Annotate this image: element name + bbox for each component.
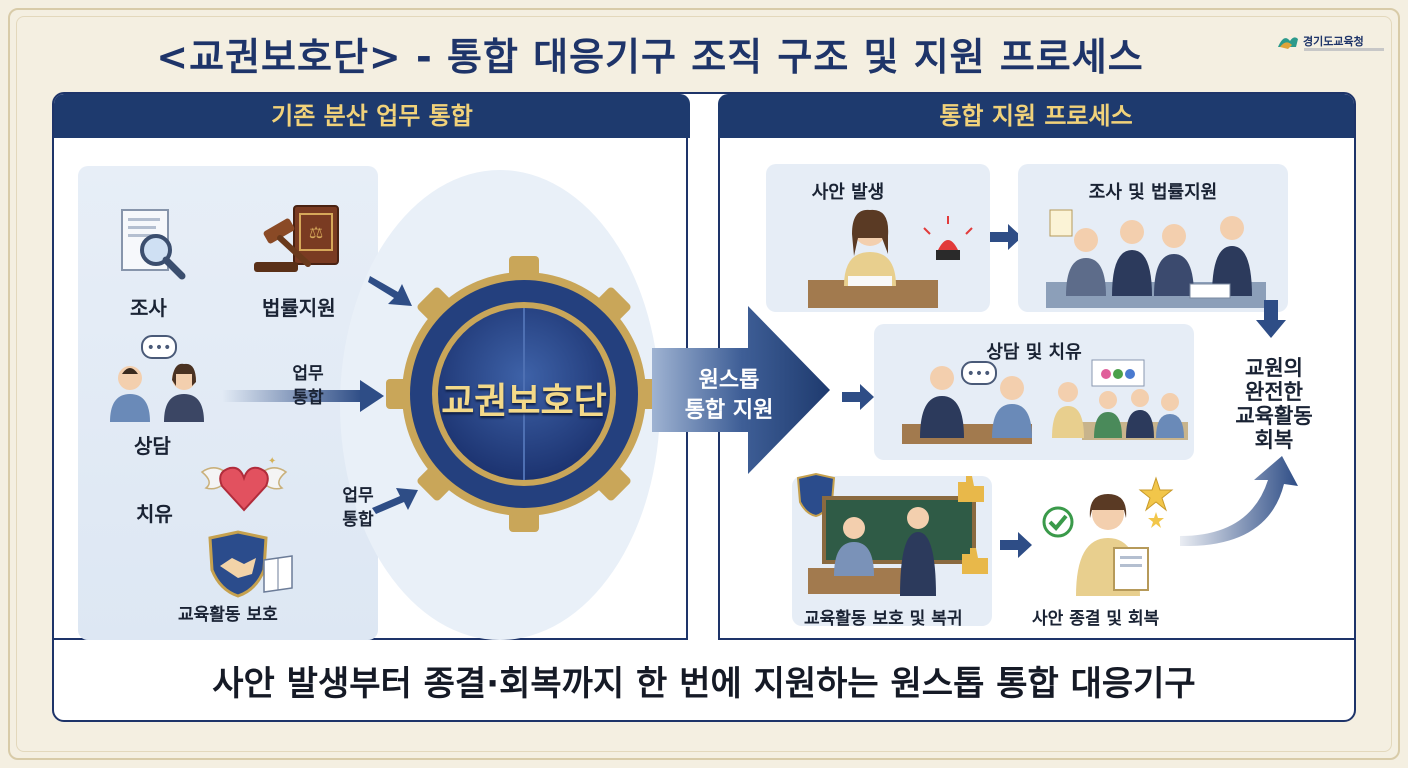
resolution-teacher-illustration	[1042, 476, 1174, 596]
inner-frame	[16, 16, 1392, 752]
central-gear-emblem	[386, 256, 662, 532]
arrow-down-icon	[1256, 300, 1286, 338]
right-panel-heading: 통합 지원 프로세스	[718, 94, 1354, 138]
arrow-step-3-icon	[842, 384, 874, 410]
classroom-illustration	[796, 472, 988, 596]
arrow-label-merge-1: 업무 통합	[292, 364, 324, 408]
arrow-step-4-icon	[1000, 532, 1032, 558]
counseling-people-icon: •••	[110, 335, 204, 422]
goal-label: 교원의 완전한 교육활동 회복	[1235, 356, 1313, 452]
step-investigation-title: 조사 및 법률지원	[1088, 182, 1218, 203]
footer-tagline: 사안 발생부터 종결·회복까지 한 번에 지원하는 원스톱 통합 대응기구	[212, 664, 1196, 704]
svg-text:•••: •••	[967, 366, 992, 382]
counseling-session-illustration: •••	[902, 359, 1188, 444]
item-legal-support: 법률지원	[262, 296, 336, 320]
step-protection-title: 교육활동 보호 및 복귀	[804, 609, 963, 629]
incident-teacher-illustration	[808, 209, 973, 308]
svg-text:✦: ✦	[268, 456, 276, 467]
investigation-team-illustration	[1046, 209, 1266, 308]
arrow-down-right-icon	[368, 276, 412, 306]
logo-text: 경기도교육청	[1303, 35, 1364, 48]
step-resolution-title: 사안 종결 및 회복	[1032, 609, 1160, 629]
item-investigation: 조사	[130, 296, 167, 320]
onestop-arrow-icon	[652, 306, 830, 474]
document-search-icon	[121, 209, 186, 280]
outer-frame	[8, 8, 1400, 760]
center-label: 교권보호단	[441, 381, 607, 422]
curved-arrow-up-icon	[1180, 456, 1298, 546]
winged-heart-icon: ✦	[200, 456, 288, 512]
page-title: <교권보호단> - 통합 대응기구 조직 구조 및 지원 프로세스	[156, 35, 1144, 79]
item-activity-protection: 교육활동 보호	[178, 605, 278, 625]
svg-text:⚖: ⚖	[309, 223, 323, 242]
arrow-label-merge-2: 업무 통합	[342, 486, 374, 530]
left-panel-heading: 기존 분산 업무 통합	[54, 94, 690, 138]
onestop-label: 원스톱 통합 지원	[684, 368, 774, 423]
logo-subline	[1304, 48, 1384, 51]
svg-text:•••: •••	[147, 340, 172, 356]
arrow-right-icon	[222, 380, 384, 412]
gavel-book-icon: ⚖	[254, 205, 339, 272]
step-incident-title: 사안 발생	[811, 182, 885, 203]
item-counseling: 상담	[134, 434, 171, 458]
arrow-up-right-icon	[372, 488, 418, 514]
step-counseling-title: 상담 및 치유	[986, 342, 1082, 363]
shield-handshake-icon	[208, 530, 293, 598]
logo-icon	[1278, 37, 1298, 49]
arrow-step-1-icon	[990, 224, 1022, 250]
item-healing: 치유	[136, 502, 173, 526]
logo: 경기도교육청	[1276, 30, 1376, 52]
